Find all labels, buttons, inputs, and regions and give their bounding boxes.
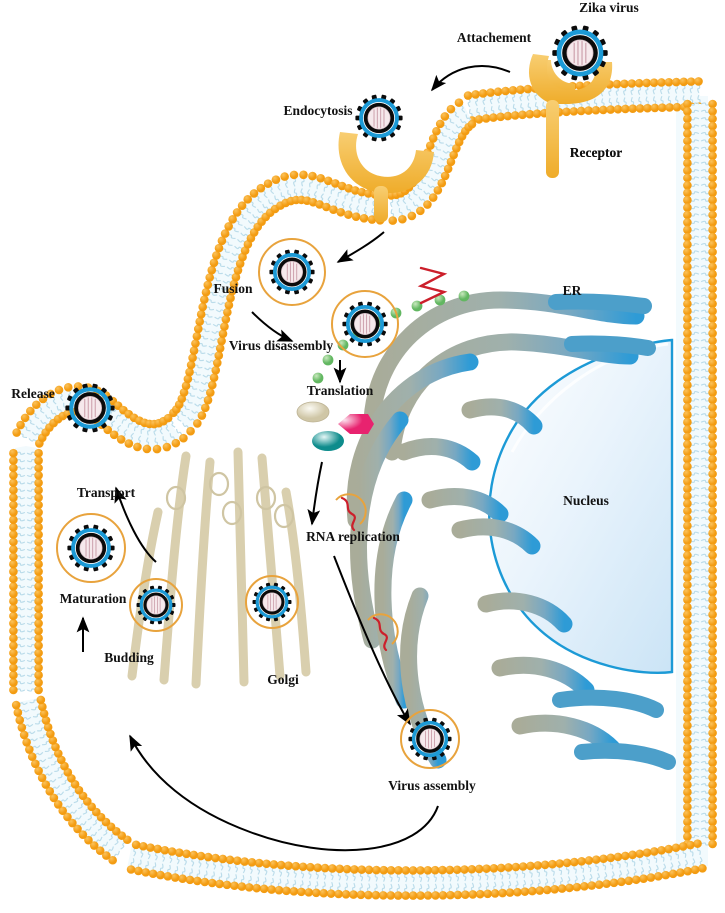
attachement-label: Attachement — [457, 30, 532, 45]
rna-replication-label: RNA replication — [306, 529, 400, 544]
virus-assembled — [400, 709, 460, 769]
maturation-label: Maturation — [60, 591, 127, 606]
arrow-virus-assembly-to-golgi — [129, 734, 439, 852]
nucleus: Nucleus — [488, 338, 674, 675]
ribosome-9 — [458, 290, 470, 302]
virus-core — [79, 536, 103, 560]
protein-teal — [312, 431, 344, 451]
virus-in-endosome-1 — [258, 238, 326, 306]
pathway-arrows — [76, 65, 511, 852]
lipid-heads — [683, 99, 717, 849]
virus-core — [146, 595, 166, 615]
er-arms-blue — [548, 293, 676, 770]
lipid-tails — [130, 845, 703, 894]
budding-label: Budding — [104, 650, 154, 665]
ribosome-8 — [434, 294, 446, 306]
virus-endocytosed — [355, 94, 403, 142]
virus-core — [280, 260, 304, 284]
rna-genome-cytoplasm — [417, 266, 448, 305]
virus-core — [353, 312, 377, 336]
membrane-bottom-left — [11, 695, 132, 865]
receptor: Receptor — [528, 54, 622, 178]
arrow-endocytosis-to-fusion — [336, 231, 385, 263]
ribosome-2 — [322, 354, 334, 366]
endocytosis-cup — [338, 132, 434, 222]
fusion-label: Fusion — [213, 281, 253, 296]
golgi-vesicles — [165, 471, 295, 529]
translation-label: Translation — [307, 383, 374, 398]
virus-released — [65, 383, 115, 433]
protein-beige — [296, 401, 330, 423]
membrane-bottom — [126, 839, 707, 900]
arrow-attachment-to-endocytosis — [430, 65, 511, 92]
virus-assembly-label: Virus assembly — [388, 778, 476, 793]
zika-virus-label: Zika virus — [579, 0, 639, 15]
lipid-tails — [689, 102, 711, 846]
lipid-tails — [15, 451, 37, 692]
lipid-tails — [18, 699, 127, 859]
endoplasmic-reticulum — [346, 291, 645, 769]
arrow-maturation-to-transport-release — [114, 486, 157, 563]
golgi-label: Golgi — [267, 672, 299, 687]
lipid-heads — [9, 448, 43, 695]
translation-products — [296, 401, 374, 451]
rna-replication-site — [335, 493, 367, 532]
virus-disassembly-label: Virus disassembly — [229, 338, 333, 353]
endocytosis-label: Endocytosis — [283, 103, 352, 118]
ribosomes — [312, 290, 470, 384]
arrow-rna-replication-to-virus-assembly — [333, 555, 411, 726]
ribosome-3 — [337, 339, 349, 351]
er-label: ER — [563, 283, 582, 298]
membrane-upper-left — [169, 170, 387, 436]
zika-virus-free — [552, 25, 608, 81]
golgi-apparatus — [127, 447, 311, 689]
transport-label: Transport — [77, 485, 136, 500]
membrane-right — [683, 99, 717, 849]
nucleus-label: Nucleus — [563, 493, 609, 508]
virus-particles-layer — [56, 25, 608, 769]
release-label: Release — [11, 386, 54, 401]
lipid-tails — [174, 177, 383, 430]
virus-core — [367, 106, 391, 130]
lipid-heads — [11, 695, 132, 865]
virus-in-endosome-2 — [331, 290, 399, 358]
arrow-fusion-to-disassembly — [251, 311, 294, 342]
receptor-label: Receptor — [570, 145, 622, 160]
receptor-label: Receptor — [570, 145, 622, 160]
virus-budding-golgi-1 — [129, 578, 183, 632]
lipid-heads — [126, 839, 707, 900]
membrane-left — [9, 446, 43, 695]
virus-core — [77, 395, 103, 421]
protein-pink — [338, 414, 374, 434]
virus-budding-golgi-2 — [245, 575, 299, 629]
lipid-heads — [169, 170, 387, 436]
ribosome-7 — [411, 300, 423, 312]
arrow-translation-to-rna-replication — [307, 461, 323, 526]
virus-core — [566, 39, 594, 67]
virus-core — [262, 592, 282, 612]
virus-maturing — [56, 513, 126, 583]
membrane-bilayer-layer — [9, 77, 717, 900]
ribosome-1 — [312, 372, 324, 384]
virus-core — [419, 728, 441, 750]
rna-assembly-site — [367, 613, 399, 652]
